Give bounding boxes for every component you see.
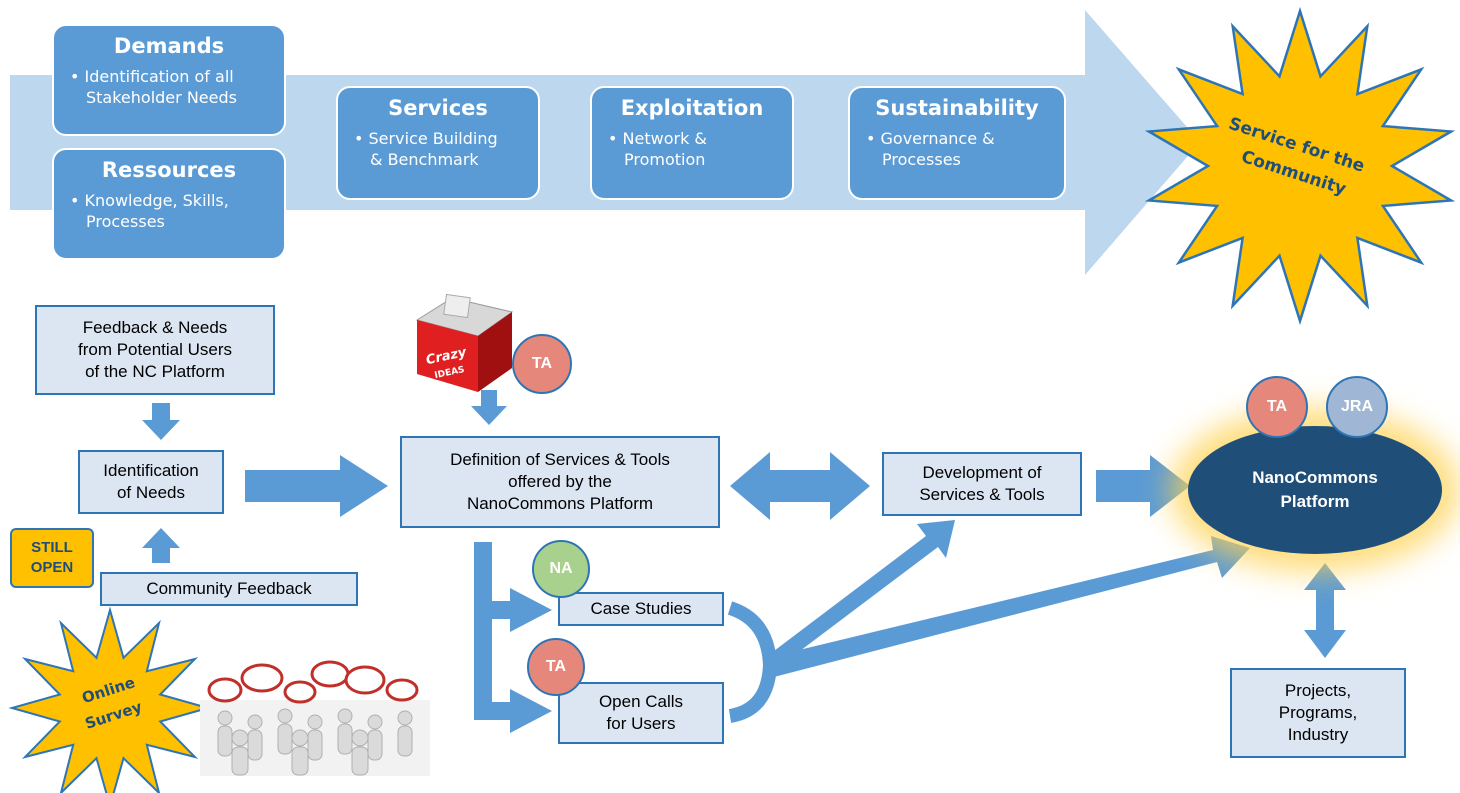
phase-ressources-title: Ressources	[101, 158, 237, 182]
phase-services-item-2: & Benchmark	[370, 150, 479, 169]
ta-badge-ideas-label: TA	[531, 355, 553, 372]
phase-exploitation-title: Exploitation	[620, 96, 764, 120]
arrow-to-case-studies	[474, 588, 552, 632]
projects-line-1: Projects,	[1284, 681, 1352, 700]
platform-line-2: Platform	[1280, 492, 1350, 511]
phase-exploitation-item-2: Promotion	[624, 150, 706, 169]
jra-badge-platform: JRA	[1326, 376, 1388, 438]
arrow-to-open-calls	[474, 689, 552, 733]
projects-line-3: Industry	[1287, 725, 1349, 744]
arrow-ideas-down	[471, 390, 507, 425]
definition-line-2: offered by the	[508, 472, 612, 491]
phase-services-item-1: • Service Building	[354, 129, 498, 148]
open-calls-line-2: for Users	[606, 714, 676, 733]
jra-badge-platform-label: JRA	[1340, 398, 1373, 415]
phase-exploitation: Exploitation • Network & Promotion	[590, 86, 794, 200]
ta-badge-open-calls-label: TA	[545, 658, 567, 675]
merge-brace	[727, 601, 778, 723]
case-studies-label: Case Studies	[590, 599, 692, 618]
phase-services: Services • Service Building & Benchmark	[336, 86, 540, 200]
nanocommons-platform: NanoCommons Platform	[1188, 426, 1442, 554]
branch-trunk	[474, 542, 492, 720]
phase-sustainability-item-1: • Governance &	[866, 129, 995, 148]
crazy-ideas-box-icon: Crazy IDEAS	[415, 293, 514, 392]
phase-sustainability: Sustainability • Governance & Processes	[848, 86, 1066, 200]
development-of-services-box: Development of Services & Tools	[882, 452, 1082, 516]
arrow-to-platform	[1096, 455, 1190, 517]
phase-services-title: Services	[388, 96, 488, 120]
phase-ressources-item-1: • Knowledge, Skills,	[70, 191, 229, 210]
definition-line-3: NanoCommons Platform	[466, 494, 654, 513]
case-studies-box: Case Studies	[558, 592, 724, 626]
ta-badge-platform: TA	[1246, 376, 1308, 438]
ta-badge-open-calls: TA	[527, 638, 585, 696]
arrow-diag-to-development	[766, 520, 955, 669]
phase-sustainability-item-2: Processes	[882, 150, 961, 169]
arrow-feedback-down	[142, 403, 180, 440]
arrow-diag-to-platform	[770, 536, 1250, 677]
ta-badge-platform-label: TA	[1266, 398, 1288, 415]
definition-line-1: Definition of Services & Tools	[450, 450, 670, 469]
still-open-line-1: STILL	[31, 539, 73, 556]
phase-demands: Demands • Identification of all Stakehol…	[52, 24, 286, 136]
open-calls-box: Open Calls for Users	[558, 682, 724, 744]
people-speech-bubbles-icon	[200, 660, 430, 776]
phase-ressources: Ressources • Knowledge, Skills, Processe…	[52, 148, 286, 260]
feedback-needs-box: Feedback & Needs from Potential Users of…	[35, 305, 275, 395]
feedback-line-2: from Potential Users	[78, 340, 232, 359]
phase-demands-title: Demands	[113, 34, 225, 58]
phase-demands-item-2: Stakeholder Needs	[86, 88, 237, 107]
development-line-2: Services & Tools	[919, 485, 1045, 504]
phase-exploitation-item-1: • Network &	[608, 129, 707, 148]
phase-ressources-item-2: Processes	[86, 212, 165, 231]
arrow-to-definition	[245, 455, 388, 517]
phase-demands-item-1: • Identification of all	[70, 67, 234, 86]
still-open-line-2: OPEN	[30, 559, 74, 576]
identification-line-2: of Needs	[116, 483, 186, 502]
feedback-line-3: of the NC Platform	[85, 362, 225, 381]
community-feedback-box: Community Feedback	[100, 572, 358, 606]
na-badge: NA	[532, 540, 590, 598]
ta-badge-ideas: TA	[512, 334, 572, 394]
development-line-1: Development of	[922, 463, 1042, 482]
definition-of-services-box: Definition of Services & Tools offered b…	[400, 436, 720, 528]
projects-programs-industry-box: Projects, Programs, Industry	[1230, 668, 1406, 758]
service-star-shape	[1144, 6, 1456, 326]
feedback-line-1: Feedback & Needs	[82, 318, 228, 337]
identification-line-1: Identification	[103, 461, 199, 480]
survey-star-shape	[8, 606, 212, 793]
na-badge-label: NA	[549, 560, 573, 577]
arrow-community-up	[142, 528, 180, 563]
double-arrow-definition-development	[730, 452, 870, 520]
community-feedback-label: Community Feedback	[146, 579, 312, 598]
projects-line-2: Programs,	[1278, 703, 1358, 722]
platform-line-1: NanoCommons	[1252, 468, 1378, 487]
still-open-badge: STILL OPEN	[10, 528, 94, 588]
identification-of-needs-box: Identification of Needs	[78, 450, 224, 514]
arrow-platform-projects	[1304, 563, 1346, 658]
open-calls-line-1: Open Calls	[598, 692, 684, 711]
phase-sustainability-title: Sustainability	[875, 96, 1039, 120]
